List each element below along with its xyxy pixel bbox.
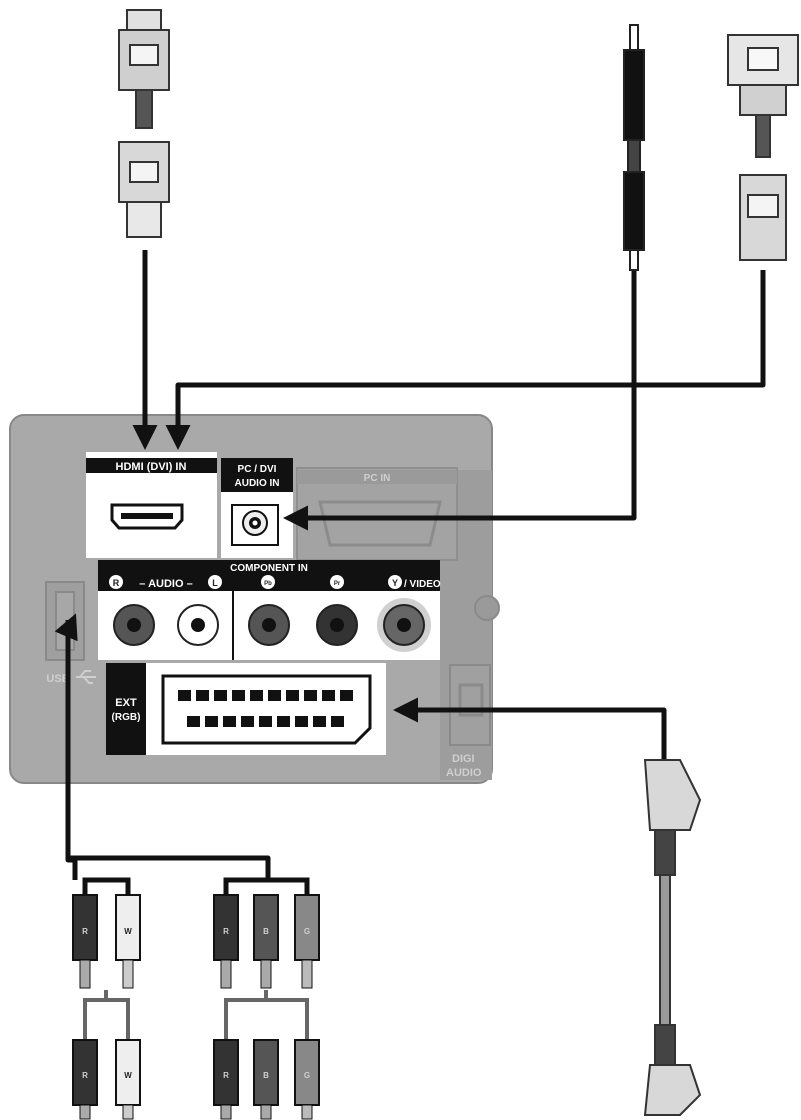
scart-plug [643, 759, 702, 1116]
dvi-cable [165, 270, 766, 450]
audio-r-jack [113, 604, 155, 646]
pc-dvi-audio-label-line2: AUDIO IN [235, 478, 280, 489]
rca-top-label-4: B [263, 927, 269, 936]
rca-bottom-label-4: B [263, 1071, 269, 1080]
pc-dvi-audio-port: PC / DVI AUDIO IN [221, 458, 293, 558]
rca-bottom-label-1: R [82, 1071, 88, 1080]
pb-jack [248, 604, 290, 646]
rca-bottom-label-2: W [124, 1071, 132, 1080]
hdmi-port: HDMI (DVI) IN [86, 452, 217, 558]
y-glyph: Y [392, 578, 398, 588]
pb-glyph: Pb [264, 581, 272, 587]
mini-jack-plug [623, 24, 645, 271]
ext-label-line2: (RGB) [112, 712, 141, 723]
y-video-jack [377, 598, 431, 652]
rca-top-label-5: G [304, 927, 310, 936]
hdmi-plug [118, 9, 170, 238]
rca-plug-bottom-2: W [115, 1039, 141, 1120]
audio-r-glyph: R [113, 578, 120, 588]
pc-in-label: PC IN [364, 473, 391, 484]
usb-icon [76, 670, 96, 684]
rca-plug-top-3: R [213, 894, 239, 989]
digital-audio-label-line1: DIGI [452, 753, 475, 765]
scart-pins [178, 690, 353, 727]
audio-l-jack [177, 604, 219, 646]
headphone-jack [474, 595, 500, 621]
ext-rgb-port: EXT (RGB) [106, 663, 386, 755]
dvi-plug [727, 34, 799, 261]
rca-top-label-1: R [82, 927, 88, 936]
rca-plug-top-1: R [72, 894, 98, 989]
rca-plug-bottom-3: R [213, 1039, 239, 1120]
pr-jack [316, 604, 358, 646]
component-in-label: COMPONENT IN [230, 563, 308, 574]
digital-audio-label-line2: AUDIO [446, 767, 482, 779]
rca-top-label-2: W [124, 927, 132, 936]
rca-plug-bundle: R W R B G R W [72, 877, 320, 1120]
component-in-port: COMPONENT IN R – AUDIO – L Pb Pr Y / VID… [98, 560, 441, 660]
audio-mini-cable [283, 265, 637, 531]
rca-plug-bottom-5: G [294, 1039, 320, 1120]
audio-label: – AUDIO – [139, 578, 192, 590]
audio-l-glyph: L [212, 578, 218, 588]
rca-plug-bottom-1: R [72, 1039, 98, 1120]
rca-bottom-label-5: G [304, 1071, 310, 1080]
rca-bottom-label-3: R [223, 1071, 229, 1080]
video-label: / VIDEO [404, 579, 441, 590]
rca-plug-top-5: G [294, 894, 320, 989]
rca-plug-top-4: B [253, 894, 279, 989]
pr-glyph: Pr [334, 581, 341, 587]
usb-label: USB [46, 673, 69, 685]
hdmi-port-label: HDMI (DVI) IN [116, 461, 187, 473]
digital-audio-port: DIGI AUDIO [446, 664, 491, 779]
pc-dvi-audio-label-line1: PC / DVI [238, 464, 277, 475]
rca-top-label-3: R [223, 927, 229, 936]
rca-plug-top-2: W [115, 894, 141, 989]
rca-plug-bottom-4: B [253, 1039, 279, 1120]
ext-label-line1: EXT [115, 697, 137, 709]
pc-in-port: PC IN [296, 467, 458, 561]
